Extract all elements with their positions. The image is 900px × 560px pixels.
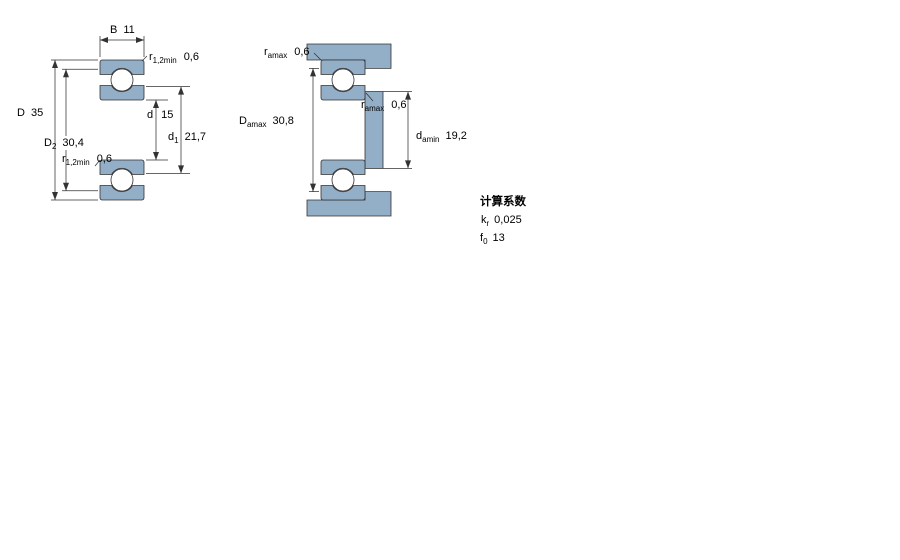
dim-d1 xyxy=(146,86,190,174)
dim-ra-top xyxy=(313,52,322,61)
dim-D2 xyxy=(62,68,98,192)
factors-title: 计算系数 xyxy=(480,194,526,208)
dim-ra-mid xyxy=(365,92,374,102)
bearing-section-right xyxy=(320,59,366,101)
shaft-shoulder-section xyxy=(364,91,384,169)
bearing-section xyxy=(99,59,145,101)
dim-r-top xyxy=(141,55,148,62)
dim-r-bottom xyxy=(94,159,101,167)
dim-D xyxy=(51,59,98,201)
ball xyxy=(110,68,134,92)
bearing-section-mirror xyxy=(99,159,145,201)
dim-damin xyxy=(383,91,412,169)
outer-ring xyxy=(99,59,145,75)
dim-B xyxy=(99,36,145,57)
dim-d xyxy=(146,99,168,161)
inner-ring xyxy=(99,85,145,101)
bearing-section-right-mirror xyxy=(320,159,366,201)
dim-Damax xyxy=(309,68,319,192)
